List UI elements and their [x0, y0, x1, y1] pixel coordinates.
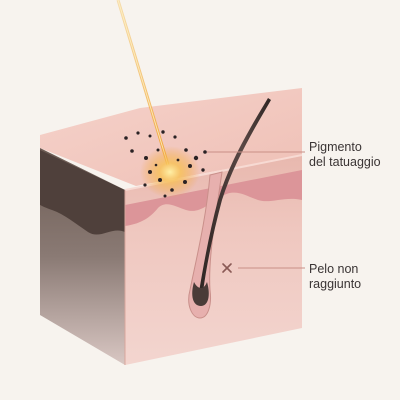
pigment-particle: [203, 150, 207, 154]
pigment-particle: [161, 130, 165, 134]
hair-not-reached-label: Pelo non raggiunto: [309, 262, 361, 292]
hair-not-reached-label-line1: Pelo non: [309, 262, 359, 276]
pigment-particle: [163, 194, 167, 198]
tattoo-pigment-label: Pigmento del tatuaggio: [309, 140, 381, 170]
pigment-particle: [193, 155, 199, 161]
hair-not-reached-label-line2: raggiunto: [309, 277, 362, 291]
dark-layer-band: [40, 150, 125, 235]
pigment-particle: [188, 164, 192, 168]
hair-bulb: [192, 282, 209, 306]
pigment-particle: [148, 134, 152, 138]
pigment-particle: [158, 178, 162, 182]
pigment-particle: [130, 149, 134, 153]
tattoo-pigment-cluster: [124, 130, 207, 198]
pigment-particle: [148, 170, 152, 174]
tattoo-pigment-label-line1: Pigmento: [309, 140, 362, 154]
skin-block: [40, 88, 303, 365]
pigment-particle: [156, 148, 160, 152]
pigment-particle: [184, 148, 188, 152]
pigment-particle: [183, 180, 187, 184]
cross-mark-icon: [222, 263, 232, 273]
skin-front-face: [125, 155, 302, 365]
tattoo-pigment-label-line2: del tatuaggio: [309, 155, 381, 169]
laser-impact-glow: [140, 146, 200, 198]
pigment-particle: [201, 168, 205, 172]
pigment-particle: [124, 136, 128, 140]
laser-beam: [116, 0, 200, 198]
pigment-particle: [144, 156, 148, 160]
hair-follicle: [188, 98, 271, 319]
pigment-particle: [176, 158, 180, 162]
hair-follicle-sheath: [188, 171, 223, 319]
pigment-particle: [170, 188, 174, 192]
pigment-particle: [173, 135, 177, 139]
pigment-particle: [136, 131, 140, 135]
pigment-particle: [143, 183, 147, 187]
pigment-particle: [154, 163, 158, 167]
